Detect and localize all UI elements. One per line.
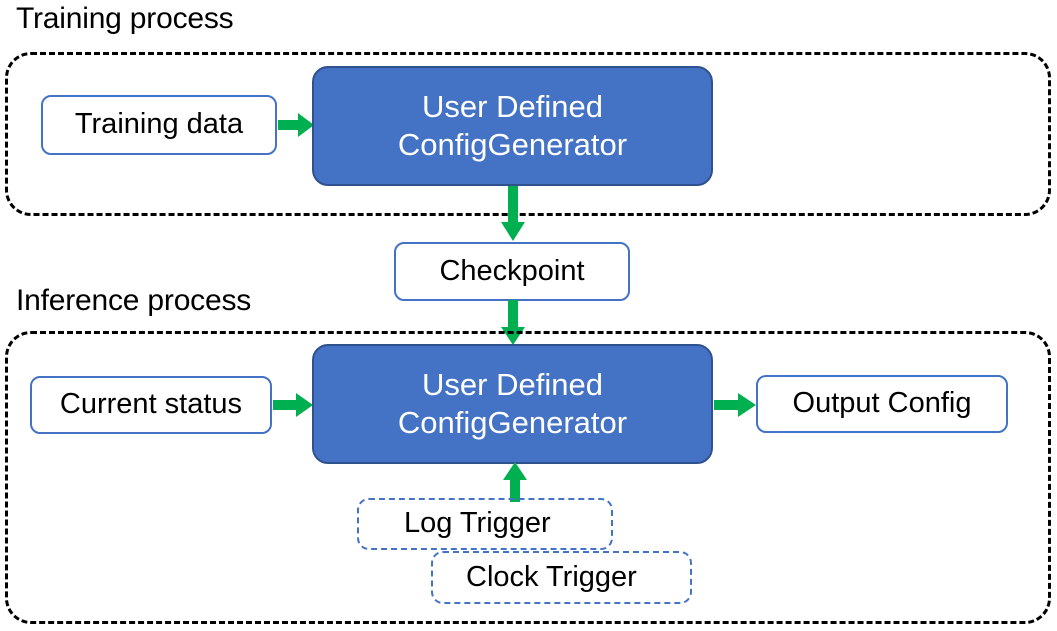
arrow-triggers-to-generator <box>500 462 530 504</box>
training-generator-line1: User Defined <box>422 89 603 125</box>
inference-process-title: Inference process <box>16 284 252 317</box>
training-generator-line2: ConfigGenerator <box>397 127 628 162</box>
arrow-generator-to-checkpoint <box>498 186 528 244</box>
training-process-title: Training process <box>16 2 234 35</box>
current-status-node[interactable]: Current status <box>30 376 272 434</box>
inference-process-group <box>5 331 1051 624</box>
output-config-node[interactable]: Output Config <box>756 375 1008 433</box>
inference-generator-line2: ConfigGenerator <box>397 405 628 440</box>
arrow-generator-to-output-config <box>714 390 758 420</box>
inference-config-generator-node[interactable]: User Defined ConfigGenerator <box>312 344 713 464</box>
clock-trigger-node[interactable]: Clock Trigger <box>431 551 692 604</box>
training-config-generator-node[interactable]: User Defined ConfigGenerator <box>312 66 713 186</box>
arrow-current-status-to-generator <box>273 390 315 420</box>
log-trigger-node[interactable]: Log Trigger <box>357 498 613 550</box>
training-data-node[interactable]: Training data <box>41 95 277 155</box>
checkpoint-node[interactable]: Checkpoint <box>394 242 630 301</box>
arrow-training-data-to-generator <box>278 110 316 140</box>
inference-generator-line1: User Defined <box>422 367 603 403</box>
training-process-group <box>5 52 1051 216</box>
